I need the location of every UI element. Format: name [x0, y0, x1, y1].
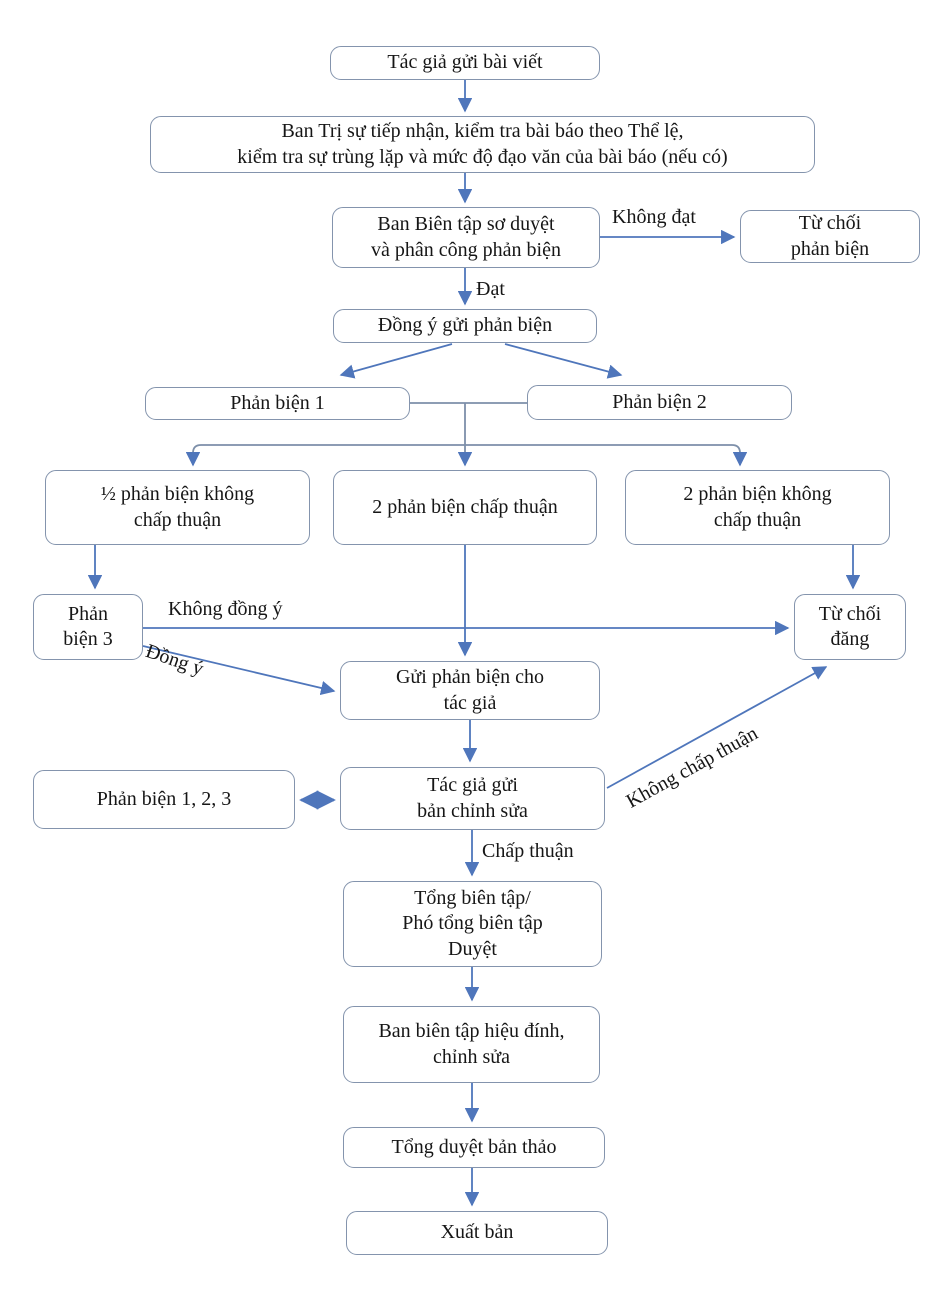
node-line: Phản	[68, 602, 108, 625]
node-final-review: Tổng duyệt bản thảo	[343, 1127, 605, 1168]
node-line: Từ chối	[818, 602, 882, 625]
node-reviewer2: Phản biện 2	[527, 385, 792, 420]
node-line: Duyệt	[448, 937, 497, 960]
node-line: kiểm tra sự trùng lặp và mức độ đạo văn …	[237, 145, 728, 168]
node-line: Ban Biên tập sơ duyệt	[377, 213, 555, 236]
node-line: Tổng biên tập/	[414, 887, 531, 910]
node-line: chấp thuận	[133, 508, 222, 531]
node-reviewer3: Phản biện 3	[33, 594, 143, 660]
node-line: Từ chối	[798, 212, 862, 235]
node-line: Ban biên tập hiệu đính,	[378, 1020, 565, 1043]
edge-label-pass: Đạt	[476, 278, 505, 300]
node-reviewer1: Phản biện 1	[145, 387, 410, 420]
edge-authorrevise-to-rejectpublish	[606, 666, 828, 789]
node-submit: Tác giả gửi bài viết	[330, 46, 600, 80]
node-label: Tổng duyệt bản thảo	[391, 1135, 557, 1158]
node-label: Phản biện 1, 2, 3	[96, 787, 232, 810]
node-line: biện 3	[63, 628, 113, 650]
node-label: Phản biện 1	[230, 391, 325, 414]
node-reject-review: Từ chối phản biện	[740, 210, 920, 263]
node-half-reject: ½ phản biện không chấp thuận	[45, 470, 310, 545]
edge-label-accepted: Chấp thuận	[482, 840, 574, 862]
node-line: Tác giả gửi	[427, 774, 518, 797]
node-preliminary-review: Ban Biên tập sơ duyệt và phân công phản …	[332, 207, 600, 268]
node-line: Phó tổng biên tập	[402, 912, 543, 935]
node-reject-publish: Từ chối đăng	[794, 594, 906, 660]
node-publish: Xuất bản	[346, 1211, 608, 1255]
edge-label-not-pass: Không đạt	[612, 206, 696, 228]
node-line: chỉnh sửa	[433, 1045, 510, 1068]
node-line: ½ phản biện không	[100, 483, 255, 506]
node-label: Phản biện 2	[612, 390, 707, 413]
node-label: Tác giả gửi bài viết	[387, 51, 543, 74]
edge-label-not-agree: Không đồng ý	[168, 598, 283, 620]
node-line: tác giả	[443, 691, 497, 714]
node-both-accept: 2 phản biện chấp thuận	[333, 470, 597, 545]
node-line: đăng	[830, 628, 870, 650]
node-label: 2 phản biện chấp thuận	[372, 495, 558, 518]
node-proofread: Ban biên tập hiệu đính, chỉnh sửa	[343, 1006, 600, 1083]
node-eic-approve: Tổng biên tập/ Phó tổng biên tập Duyệt	[343, 881, 602, 967]
node-line: 2 phản biện không	[683, 483, 832, 506]
node-line: và phân công phản biện	[371, 238, 561, 261]
node-line: bản chỉnh sửa	[417, 799, 528, 822]
node-send-review: Gửi phản biện cho tác giả	[340, 661, 600, 720]
node-line: Ban Trị sự tiếp nhận, kiểm tra bài báo t…	[281, 120, 684, 143]
edge-agree-to-reviewer2	[504, 343, 623, 379]
edge-agree-to-reviewer1	[339, 343, 453, 379]
node-author-revise: Tác giả gửi bản chỉnh sửa	[340, 767, 605, 830]
node-label: Đồng ý gửi phản biện	[377, 314, 553, 337]
node-line: chấp thuận	[713, 508, 802, 531]
node-both-reject: 2 phản biện không chấp thuận	[625, 470, 890, 545]
node-reviewers-123: Phản biện 1, 2, 3	[33, 770, 295, 829]
node-line: phản biện	[790, 237, 870, 260]
node-intake: Ban Trị sự tiếp nhận, kiểm tra bài báo t…	[150, 116, 815, 173]
connector-bracket	[185, 444, 748, 467]
edge-reviewer3-to-sendreview	[142, 645, 336, 696]
node-agree-send: Đồng ý gửi phản biện	[333, 309, 597, 343]
node-line: Gửi phản biện cho	[395, 666, 545, 689]
node-label: Xuất bản	[440, 1221, 514, 1244]
